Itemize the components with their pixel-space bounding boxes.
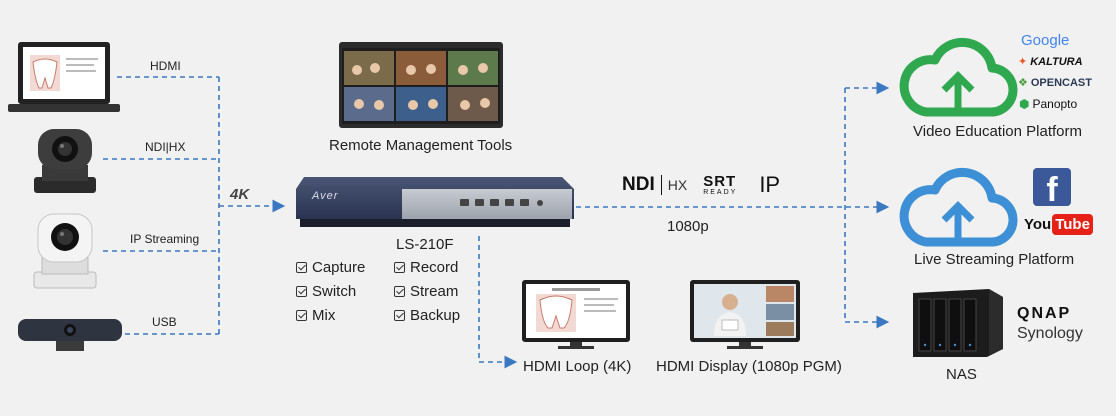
live-streaming-label: Live Streaming Platform	[914, 251, 1075, 268]
upload-cloud-green-icon	[899, 37, 1018, 117]
hx-logo: HX	[667, 177, 688, 193]
kaltura-logo: ✦KALTURA	[1018, 55, 1083, 69]
usb-camera-icon	[18, 319, 122, 351]
ip-logo: IP	[759, 172, 781, 197]
youtube-logo: You Tube	[1024, 214, 1093, 235]
google-logo: Google	[1021, 32, 1070, 49]
srt-logo: SRT READY	[703, 173, 738, 196]
feature-backup: Backup	[394, 307, 460, 324]
hdmi-loop-monitor	[522, 280, 630, 349]
feature-capture: Capture	[296, 259, 365, 276]
checkbox-icon	[394, 286, 405, 297]
checkbox-icon	[394, 262, 405, 273]
label-hdmi: HDMI	[150, 59, 181, 73]
upload-cloud-blue-icon	[899, 167, 1018, 247]
facebook-logo: f	[1033, 168, 1071, 206]
checkbox-icon	[296, 286, 307, 297]
label-ndi-hx: NDI|HX	[145, 140, 186, 154]
hdmi-display-monitor	[690, 280, 800, 349]
synology-logo: Synology	[1017, 325, 1083, 342]
nas-device	[913, 289, 1003, 357]
device-model: LS-210F	[396, 236, 454, 253]
output-resolution: 1080p	[667, 218, 709, 235]
feature-switch: Switch	[296, 283, 356, 300]
checkbox-icon	[296, 262, 307, 273]
feature-stream: Stream	[394, 283, 458, 300]
protocol-logos: NDI HX SRT READY IP	[622, 172, 780, 198]
checkbox-icon	[394, 310, 405, 321]
checkbox-icon	[296, 310, 307, 321]
label-usb: USB	[152, 315, 177, 329]
ptz-camera-white-icon	[33, 213, 97, 289]
feature-record: Record	[394, 259, 458, 276]
panopto-logo: ⬢Panopto	[1019, 97, 1078, 111]
kaltura-icon: ✦	[1018, 56, 1028, 68]
ndi-logo: NDI	[622, 174, 655, 195]
hdmi-loop-label: HDMI Loop (4K)	[523, 358, 632, 375]
ptz-camera-icon	[34, 129, 96, 193]
ls-210f-device	[296, 177, 574, 227]
divider	[660, 175, 662, 195]
laptop-icon	[8, 42, 120, 112]
video-education-label: Video Education Platform	[913, 123, 1082, 140]
panopto-icon: ⬢	[1019, 97, 1030, 111]
opencast-logo: ❖OPENCAST	[1018, 76, 1092, 90]
label-4k: 4K	[230, 186, 250, 203]
remote-management-label: Remote Management Tools	[329, 137, 513, 154]
device-logo: Aver	[312, 190, 339, 202]
wire-hdmi-loop	[478, 236, 518, 369]
hdmi-display-label: HDMI Display (1080p PGM)	[656, 358, 842, 375]
qnap-logo: QNAP	[1017, 305, 1072, 322]
opencast-icon: ❖	[1018, 77, 1028, 89]
feature-mix: Mix	[296, 307, 335, 324]
label-ip-streaming: IP Streaming	[130, 232, 200, 246]
nas-label: NAS	[946, 366, 977, 383]
remote-management-screen	[339, 42, 503, 128]
